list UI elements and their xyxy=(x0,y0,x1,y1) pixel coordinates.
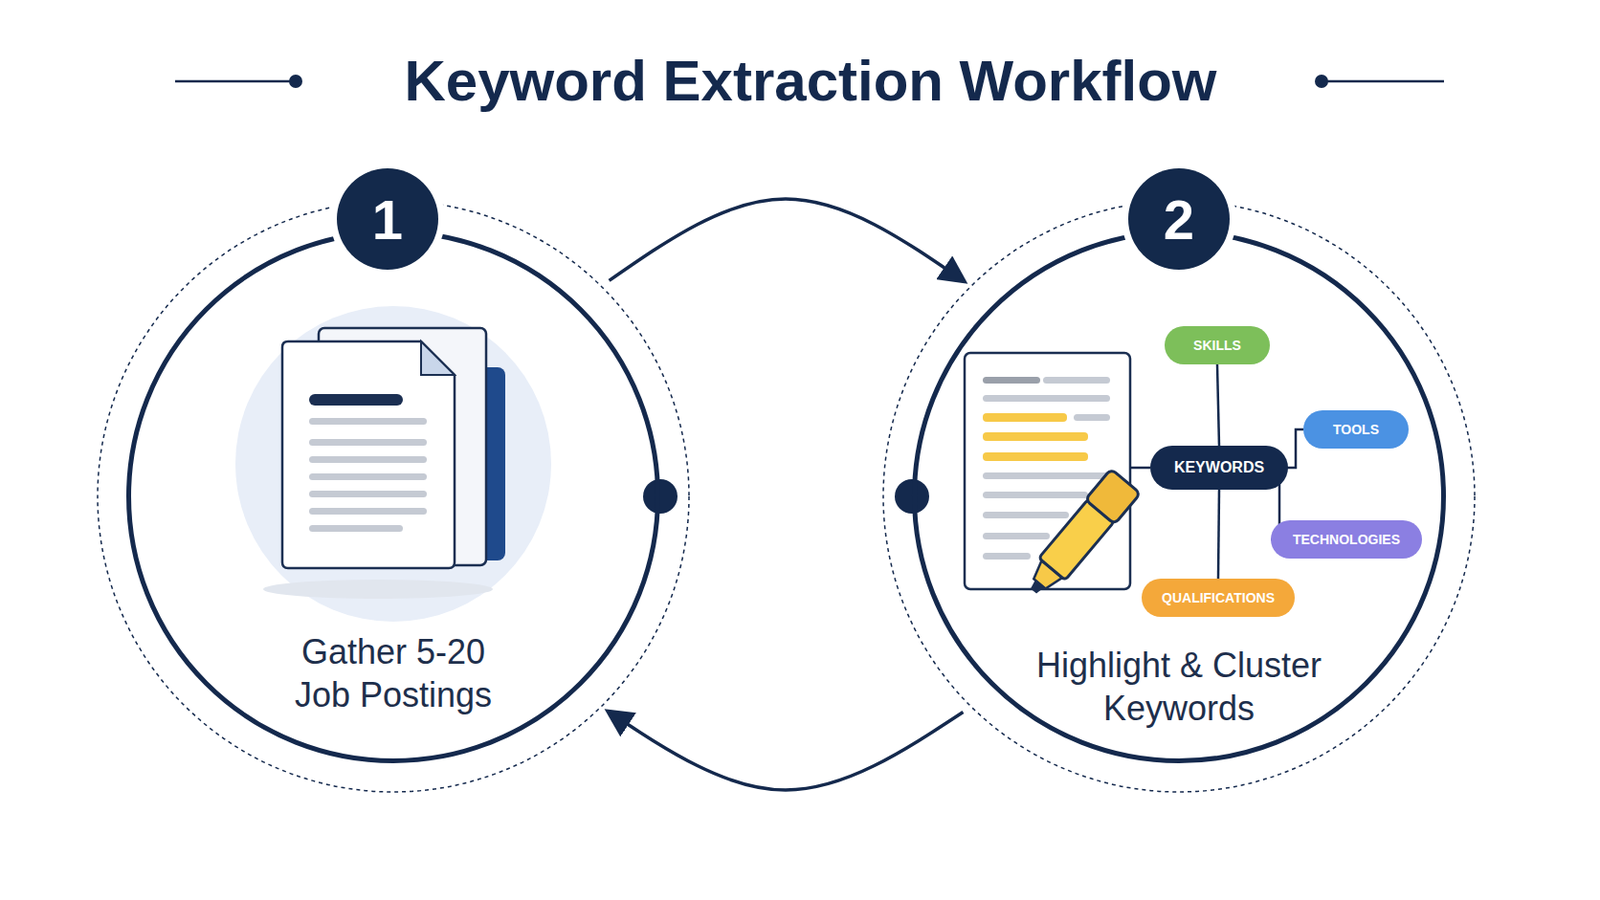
highlight-line xyxy=(982,413,1067,423)
document-line xyxy=(309,473,427,481)
step-badge: 1 xyxy=(336,168,439,270)
connector-dot xyxy=(643,479,678,514)
document-line xyxy=(309,456,427,464)
category-pill: QUALIFICATIONS xyxy=(1141,578,1295,618)
hub-pill: KEYWORDS xyxy=(1150,445,1289,490)
keyword-tag: KEYWORDS xyxy=(1150,445,1289,490)
document-line xyxy=(309,439,427,446)
pill-shape xyxy=(1303,410,1409,449)
document-line xyxy=(309,508,427,515)
document-line xyxy=(1073,414,1111,422)
icon-backdrop xyxy=(235,306,552,623)
document-line xyxy=(982,377,1041,384)
document-line xyxy=(982,491,1089,499)
document-fold xyxy=(421,341,455,376)
process-circle: Highlight & Cluster Keywords2KEYWORDSSKI… xyxy=(911,229,1446,764)
document-line xyxy=(982,395,1111,402)
step-label: Gather 5-20 Job Postings xyxy=(268,630,518,717)
pill-shape xyxy=(1141,578,1295,618)
category-pill: SKILLS xyxy=(1164,326,1270,365)
process-circle: Gather 5-20 Job Postings1 xyxy=(126,229,661,764)
document-line xyxy=(309,490,427,498)
document-line xyxy=(1043,377,1111,384)
highlight-line xyxy=(982,452,1089,462)
dashed-ring xyxy=(883,200,1475,793)
flow-arrow xyxy=(609,712,964,791)
step-label: Highlight & Cluster Keywords xyxy=(997,644,1361,731)
step-number: 1 xyxy=(336,168,439,270)
circle-outline xyxy=(129,232,659,762)
document-line xyxy=(309,525,403,533)
circle-outline xyxy=(914,232,1445,762)
pill-shape xyxy=(1150,445,1289,490)
title-rule xyxy=(175,80,296,84)
category-pill: TOOLS xyxy=(1303,410,1409,449)
keyword-tag: SKILLS xyxy=(1164,326,1270,365)
step-badge: 2 xyxy=(1128,168,1230,270)
title-rule xyxy=(1321,80,1445,84)
mindmap-link xyxy=(1218,489,1220,579)
highlight-line xyxy=(982,432,1089,442)
mindmap-link xyxy=(1217,364,1220,446)
badge-halo xyxy=(330,161,445,277)
pen-cap xyxy=(1085,468,1141,525)
highlighter-pen xyxy=(1019,468,1141,604)
badge-disc xyxy=(1128,168,1230,270)
pill-shape xyxy=(1270,520,1423,559)
document-line xyxy=(982,472,1111,480)
category-pill: TECHNOLOGIES xyxy=(1270,520,1423,559)
leader-line xyxy=(1130,466,1151,470)
flow-arrow xyxy=(609,199,964,281)
document-line xyxy=(982,511,1069,519)
document-line xyxy=(309,418,427,425)
icon-shadow xyxy=(263,579,493,600)
pill-shape xyxy=(1164,326,1270,365)
diagram-title: Keyword Extraction Workflow xyxy=(284,46,1337,116)
badge-halo xyxy=(1121,161,1237,277)
mindmap-link xyxy=(1288,429,1304,468)
document-heading-bar xyxy=(309,394,403,406)
dashed-ring xyxy=(97,200,689,793)
document-front xyxy=(282,341,455,569)
document-line xyxy=(982,553,1031,560)
document-sheet xyxy=(964,353,1131,590)
badge-disc xyxy=(336,168,439,270)
keyword-tag: TOOLS xyxy=(1303,410,1409,449)
keyword-tag: TECHNOLOGIES xyxy=(1270,520,1423,559)
keyword-tag: QUALIFICATIONS xyxy=(1141,578,1295,618)
title-dot xyxy=(288,74,303,89)
step-number: 2 xyxy=(1128,168,1230,270)
document-line xyxy=(982,533,1050,540)
